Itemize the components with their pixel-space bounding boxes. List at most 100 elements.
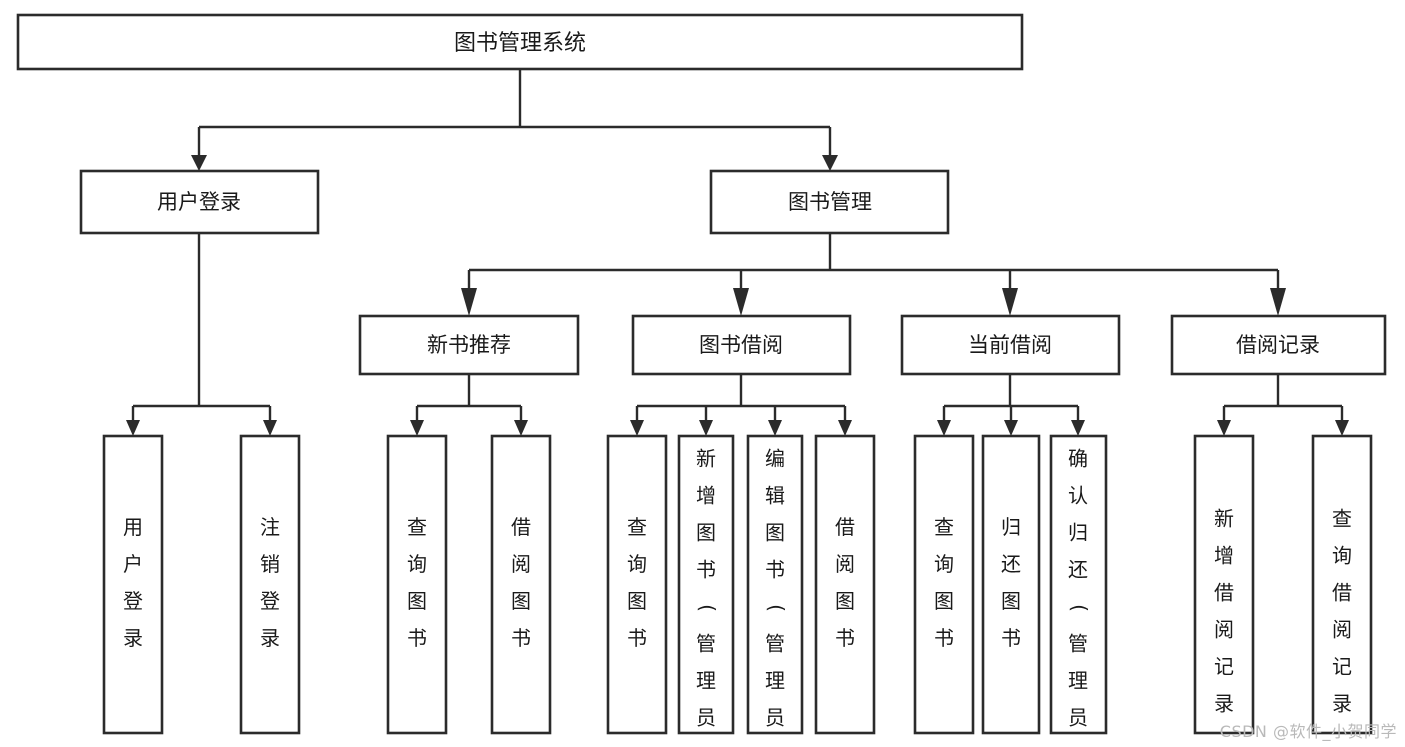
node-root-box[interactable] — [16, 13, 1024, 71]
svg-text:还: 还 — [1001, 552, 1021, 576]
node-borrow-records-box[interactable] — [1170, 314, 1387, 376]
svg-text:理: 理 — [765, 669, 785, 693]
svg-text:还: 还 — [1068, 558, 1088, 582]
leaf-query-book-3-box[interactable] — [913, 434, 975, 735]
svg-text:询: 询 — [407, 552, 427, 576]
node-login-box[interactable] — [79, 169, 320, 235]
leaf-add-borrow-record-box[interactable] — [1193, 434, 1255, 735]
leaf-borrow-book-2-box[interactable] — [814, 434, 876, 735]
svg-text:借: 借 — [511, 515, 531, 539]
node-book-borrow[interactable]: 图书借阅 — [631, 314, 852, 376]
edge-layer — [126, 69, 1349, 436]
leaf-user-login-label: 用户登录 — [123, 515, 143, 650]
leaf-add-book-admin-box[interactable] — [677, 434, 735, 735]
leaf-return-book-box[interactable] — [981, 434, 1041, 735]
leaf-query-book-2-box[interactable] — [606, 434, 668, 735]
node-new-book-recommend[interactable]: 新书推荐 — [358, 314, 580, 376]
node-book-management-box[interactable] — [709, 169, 950, 235]
svg-text:书: 书 — [511, 626, 531, 650]
leaf-confirm-return-admin-box[interactable] — [1049, 434, 1108, 735]
svg-text:询: 询 — [627, 552, 647, 576]
svg-text:注: 注 — [260, 515, 280, 539]
svg-text:阅: 阅 — [1332, 618, 1352, 642]
svg-text:询: 询 — [934, 552, 954, 576]
arrow-to-bookmgmt — [822, 155, 838, 171]
svg-text:确: 确 — [1068, 447, 1088, 471]
svg-text:图: 图 — [835, 589, 855, 613]
svg-text:(: ( — [1068, 604, 1092, 612]
node-book-management[interactable]: 图书管理 — [709, 169, 950, 235]
svg-text:管: 管 — [1068, 632, 1088, 656]
svg-text:查: 查 — [627, 515, 647, 539]
svg-text:理: 理 — [1068, 669, 1088, 693]
node-login-label: 用户登录 — [157, 190, 241, 214]
node-current-borrow[interactable]: 当前借阅 — [900, 314, 1121, 376]
arrow-leaf6 — [699, 420, 713, 436]
node-root[interactable]: 图书管理系统 — [16, 13, 1024, 71]
arrow-leaf13 — [1335, 420, 1349, 436]
arrow-newbook — [461, 288, 477, 316]
node-book-management-label: 图书管理 — [788, 190, 872, 214]
svg-text:查: 查 — [407, 515, 427, 539]
svg-text:书: 书 — [627, 626, 647, 650]
leaf-logout-box[interactable] — [239, 434, 301, 735]
leaf-edit-book-admin-box[interactable] — [746, 434, 804, 735]
node-book-borrow-box[interactable] — [631, 314, 852, 376]
svg-text:新: 新 — [1214, 507, 1234, 531]
leaf-user-login-box[interactable] — [102, 434, 164, 735]
svg-text:管: 管 — [696, 632, 716, 656]
arrow-leaf3 — [410, 420, 424, 436]
node-current-borrow-box[interactable] — [900, 314, 1121, 376]
svg-text:书: 书 — [696, 558, 716, 582]
node-borrow-records[interactable]: 借阅记录 — [1170, 314, 1387, 376]
arrow-leaf1 — [126, 420, 140, 436]
node-login[interactable]: 用户登录 — [79, 169, 320, 235]
svg-text:录: 录 — [123, 626, 143, 650]
svg-text:录: 录 — [260, 626, 280, 650]
node-new-book-recommend-box[interactable] — [358, 314, 580, 376]
leaf-query-book-1-box[interactable] — [386, 434, 448, 735]
arrow-to-login — [191, 155, 207, 171]
svg-text:认: 认 — [1068, 484, 1088, 508]
svg-text:书: 书 — [407, 626, 427, 650]
leaf-borrow-book-1-box[interactable] — [490, 434, 552, 735]
svg-text:员: 员 — [1068, 706, 1088, 730]
svg-text:归: 归 — [1068, 521, 1088, 545]
arrow-leaf10 — [1004, 420, 1018, 436]
svg-text:增: 增 — [696, 484, 716, 508]
svg-text:图: 图 — [765, 521, 785, 545]
svg-text:记: 记 — [1214, 655, 1234, 679]
svg-text:询: 询 — [1332, 544, 1352, 568]
svg-text:图: 图 — [696, 521, 716, 545]
arrow-leaf9 — [937, 420, 951, 436]
leaf-query-borrow-record-box[interactable] — [1311, 434, 1373, 735]
svg-text:书: 书 — [934, 626, 954, 650]
svg-text:图: 图 — [1001, 589, 1021, 613]
leaf-user-login[interactable]: 用户登录 — [102, 434, 164, 735]
arrow-borrow — [733, 288, 749, 316]
node-current-borrow-label: 当前借阅 — [968, 333, 1052, 357]
svg-text:登: 登 — [123, 589, 143, 613]
svg-text:员: 员 — [696, 706, 716, 730]
arrow-leaf5 — [630, 420, 644, 436]
svg-text:图: 图 — [934, 589, 954, 613]
svg-text:书: 书 — [835, 626, 855, 650]
